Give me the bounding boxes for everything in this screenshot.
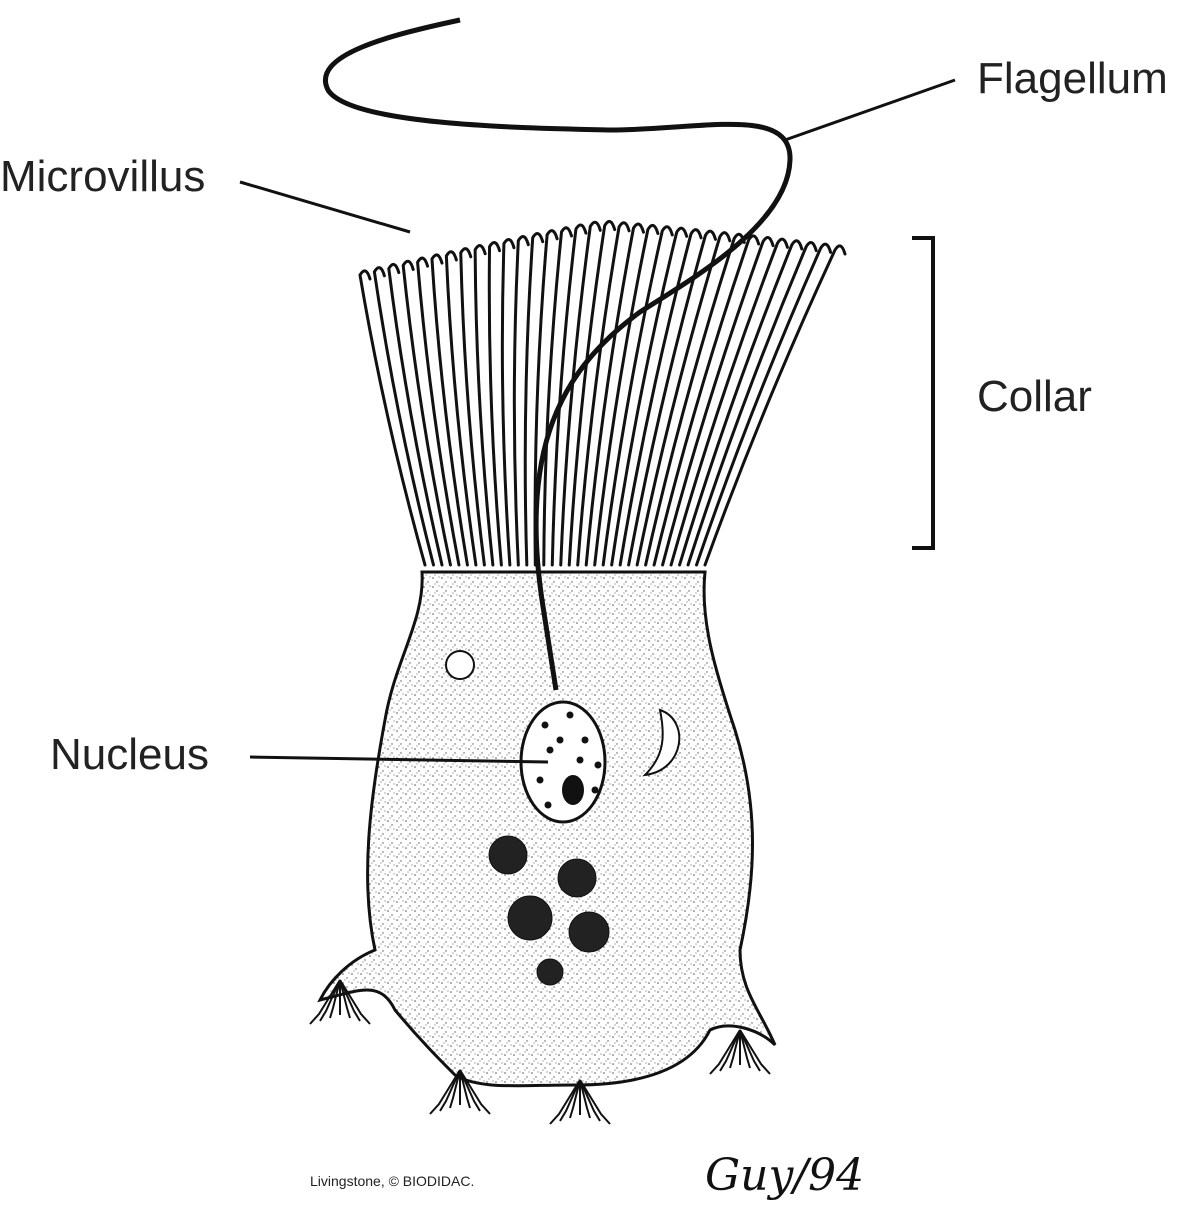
microvillus: [610, 226, 689, 567]
microvillus: [387, 262, 444, 567]
microvillus: [627, 229, 717, 567]
microvillus: [512, 235, 530, 567]
microvillus: [695, 242, 833, 567]
microvillus: [661, 236, 775, 567]
label-collar: Collar: [977, 372, 1092, 421]
label-nucleus: Nucleus: [50, 730, 209, 779]
label-microvillus: Microvillus: [0, 152, 206, 201]
microvillus: [652, 234, 761, 567]
microvillus: [644, 232, 746, 567]
microvillus: [444, 250, 478, 567]
collar-bracket: [912, 236, 935, 550]
microvillus: [523, 232, 545, 567]
nucleolus: [562, 775, 584, 805]
microvillus: [584, 222, 645, 567]
microvillus: [500, 238, 516, 567]
microvillus: [550, 223, 588, 567]
microvillus-leader-line: [239, 180, 411, 234]
microvillus: [567, 219, 617, 567]
microvillus: [358, 269, 427, 567]
microvillus: [576, 221, 631, 567]
microvillus: [487, 241, 503, 567]
microvillus: [559, 220, 602, 567]
vacuole: [445, 650, 475, 680]
pseudopodia: [309, 979, 771, 1125]
microvillus: [473, 244, 495, 567]
vacuole: [642, 708, 681, 777]
microvillus: [678, 239, 804, 567]
collar-microvilli: [358, 219, 847, 567]
flagellum: [323, 17, 793, 691]
nucleus-leader-line: [249, 755, 549, 764]
microvillus: [401, 259, 452, 567]
cell-body: [317, 570, 777, 1088]
food-vacuoles: [488, 835, 610, 986]
microvillus: [703, 244, 847, 567]
artist-signature: Guy/94: [705, 1150, 865, 1201]
microvillus: [459, 247, 486, 567]
label-flagellum: Flagellum: [977, 54, 1168, 103]
microvillus: [618, 228, 703, 567]
microvillus: [635, 231, 732, 567]
microvillus: [686, 241, 818, 567]
microvillus: [669, 237, 789, 567]
microvillus: [542, 226, 574, 567]
microvillus: [372, 266, 435, 567]
credit-text: Livingstone, © BIODIDAC.: [310, 1173, 475, 1189]
flagellum-leader-line: [784, 78, 956, 142]
microvillus: [593, 223, 660, 567]
microvillus: [416, 256, 461, 567]
microvillus: [430, 253, 469, 567]
